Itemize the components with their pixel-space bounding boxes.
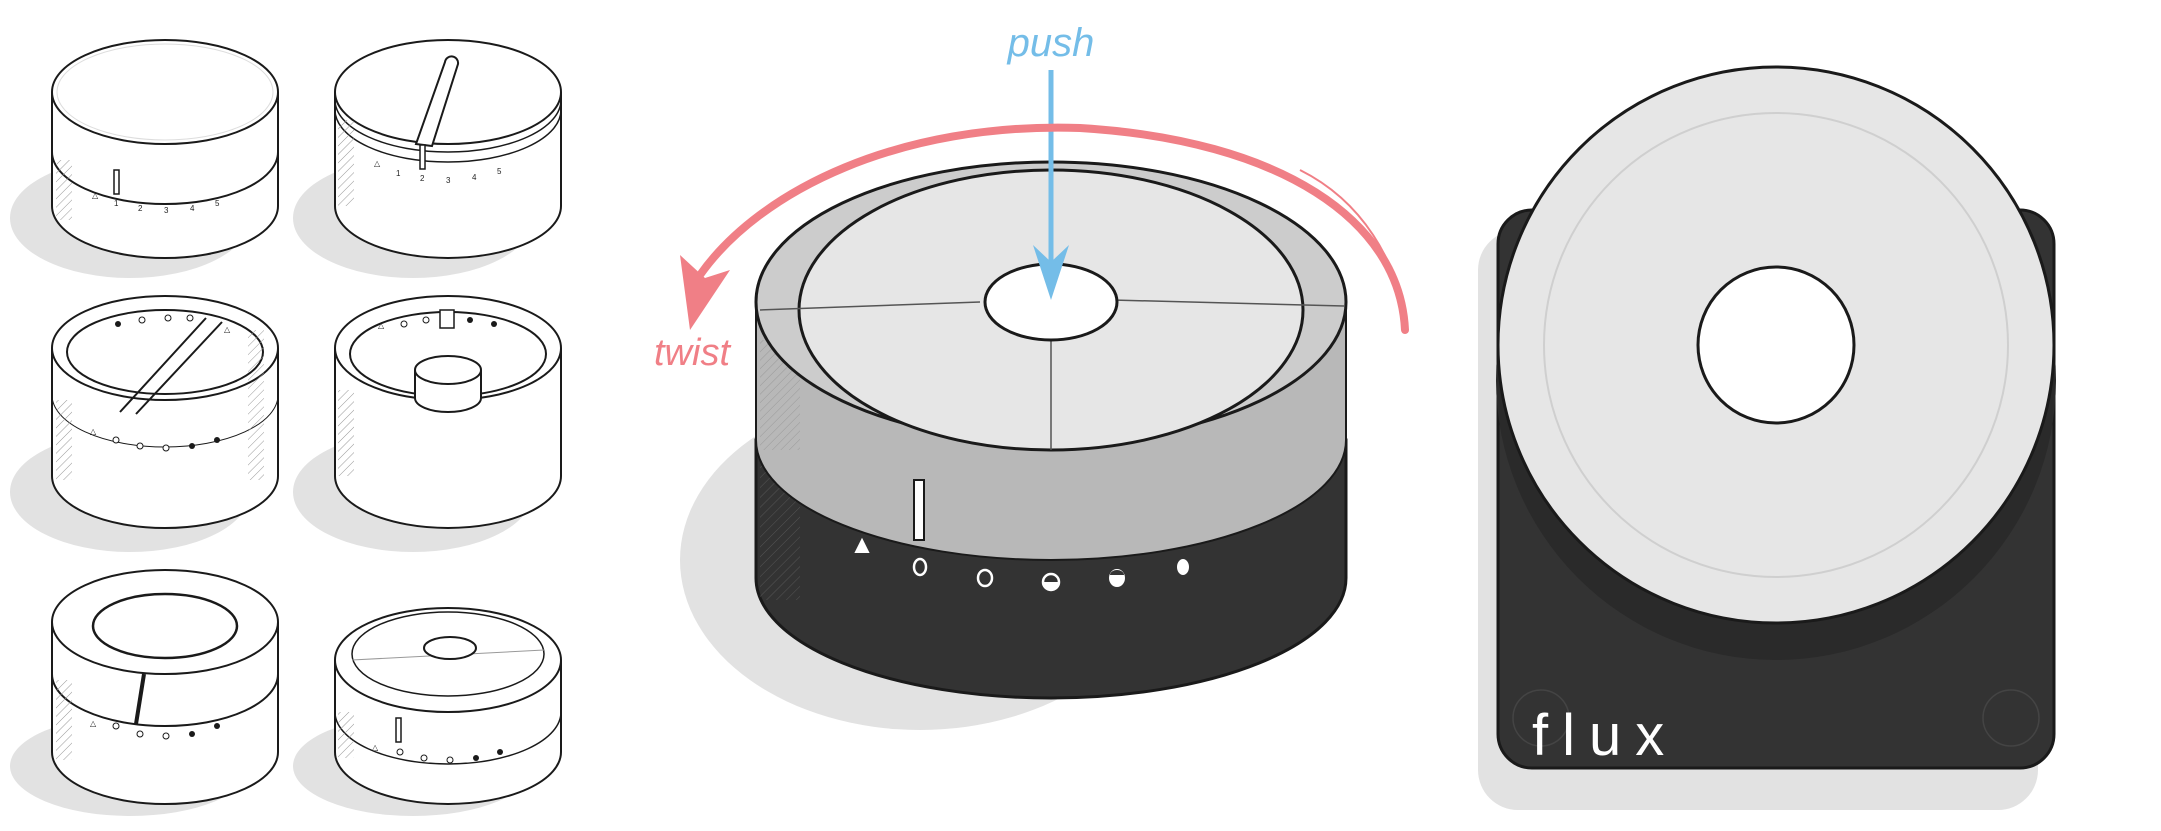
flux-device-top-view: flux — [1478, 65, 2056, 810]
push-arrow — [1033, 70, 1069, 300]
thumbnail-knob-with-ring-slot: △ △ — [10, 295, 279, 552]
thumbnail-knob-with-push-button: △ — [293, 607, 562, 816]
thumbnail-knob-with-lever: △ 1 2 3 4 5 — [293, 39, 562, 278]
dial-number: 2 — [420, 174, 425, 183]
svg-text:△: △ — [372, 743, 379, 752]
dial-number: 1 — [396, 169, 401, 178]
dial-number: 1 — [114, 199, 119, 208]
svg-text:△: △ — [90, 427, 97, 436]
brand-logo-text: flux — [1532, 703, 1678, 768]
svg-text:△: △ — [378, 321, 385, 330]
dial-number: 3 — [164, 206, 169, 215]
svg-text:△: △ — [224, 325, 231, 334]
dial-number: 4 — [190, 204, 195, 213]
dial-mark-empty — [976, 568, 994, 588]
thumbnail-plain-knob: △ 1 2 3 4 5 — [10, 39, 279, 278]
dial-number: 2 — [138, 204, 143, 213]
thumbnail-knob-with-center-post: △ — [293, 295, 562, 552]
main-knob-illustration — [680, 160, 1348, 730]
svg-text:△: △ — [90, 719, 97, 728]
thumbnail-knob-with-top-recess: △ — [10, 569, 279, 816]
twist-label: twist — [654, 332, 731, 374]
svg-text:△: △ — [374, 159, 381, 168]
dial-number: 4 — [472, 173, 477, 182]
dial-mark-empty — [912, 557, 928, 577]
dial-mark-triangle — [854, 537, 870, 553]
dial-mark-half — [1041, 572, 1061, 592]
dial-number: 5 — [215, 199, 220, 208]
dial-number: 5 — [497, 167, 502, 176]
main-knob-indicator — [913, 479, 925, 541]
flux-device-center-button — [1696, 265, 1856, 425]
dial-mark-full — [1177, 559, 1189, 575]
dial-mark-mostly-full — [1109, 569, 1125, 587]
dial-number: 3 — [446, 176, 451, 185]
push-label: push — [1007, 21, 1095, 65]
svg-text:△: △ — [92, 191, 99, 200]
twist-arrow — [680, 123, 1409, 334]
